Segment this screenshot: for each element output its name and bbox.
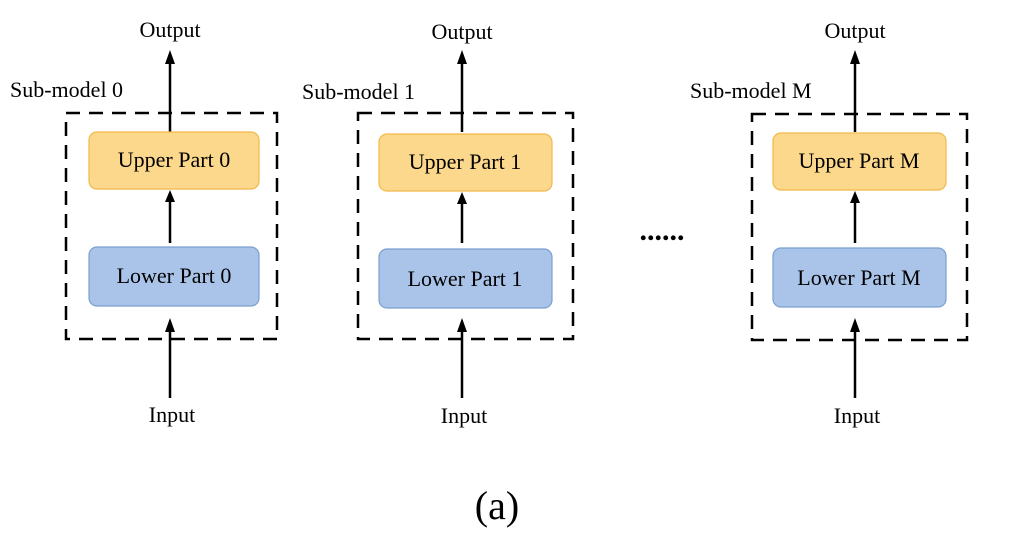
upper-part-label-1: Upper Part 1 — [409, 149, 521, 174]
ellipsis: ...... — [640, 214, 685, 247]
input-arrowhead-0 — [165, 318, 175, 332]
figure-caption: (a) — [475, 483, 519, 528]
middle-arrowhead-m — [850, 191, 860, 203]
upper-part-box-m — [772, 132, 947, 191]
input-arrowhead-1 — [457, 318, 467, 332]
lower-part-box-0 — [88, 246, 260, 307]
lower-part-box-1 — [378, 248, 553, 309]
output-arrowhead-m — [850, 50, 860, 64]
input-label-m: Input — [834, 403, 880, 428]
output-arrowhead-1 — [457, 50, 467, 64]
output-label-1: Output — [431, 19, 492, 44]
lower-part-box-m — [772, 247, 947, 308]
lower-part-label-m: Lower Part M — [797, 265, 920, 290]
upper-part-label-0: Upper Part 0 — [118, 147, 230, 172]
input-arrowhead-m — [850, 318, 860, 332]
submodel-frame-m — [750, 112, 969, 342]
submodel-1: Output Sub-model 1 Upper Part 1 Lower Pa… — [302, 19, 575, 428]
upper-part-label-m: Upper Part M — [799, 148, 920, 173]
submodel-title-1: Sub-model 1 — [302, 79, 415, 104]
submodel-frame-1 — [356, 111, 575, 341]
output-label-m: Output — [824, 18, 885, 43]
input-label-0: Input — [149, 402, 195, 427]
output-label-0: Output — [139, 17, 200, 42]
lower-part-label-0: Lower Part 0 — [117, 263, 232, 288]
middle-arrowhead-0 — [165, 190, 175, 202]
output-arrowhead-0 — [165, 50, 175, 64]
upper-part-box-0 — [88, 131, 260, 190]
input-label-1: Input — [441, 403, 487, 428]
submodel-title-m: Sub-model M — [690, 78, 812, 103]
upper-part-box-1 — [378, 133, 553, 192]
lower-part-label-1: Lower Part 1 — [408, 266, 523, 291]
submodel-m: Output Sub-model M Upper Part M Lower Pa… — [690, 18, 969, 428]
submodel-0: Output Sub-model 0 Upper Part 0 Lower Pa… — [10, 17, 279, 427]
middle-arrowhead-1 — [457, 192, 467, 204]
submodel-title-0: Sub-model 0 — [10, 77, 123, 102]
submodel-frame-0 — [64, 111, 279, 341]
